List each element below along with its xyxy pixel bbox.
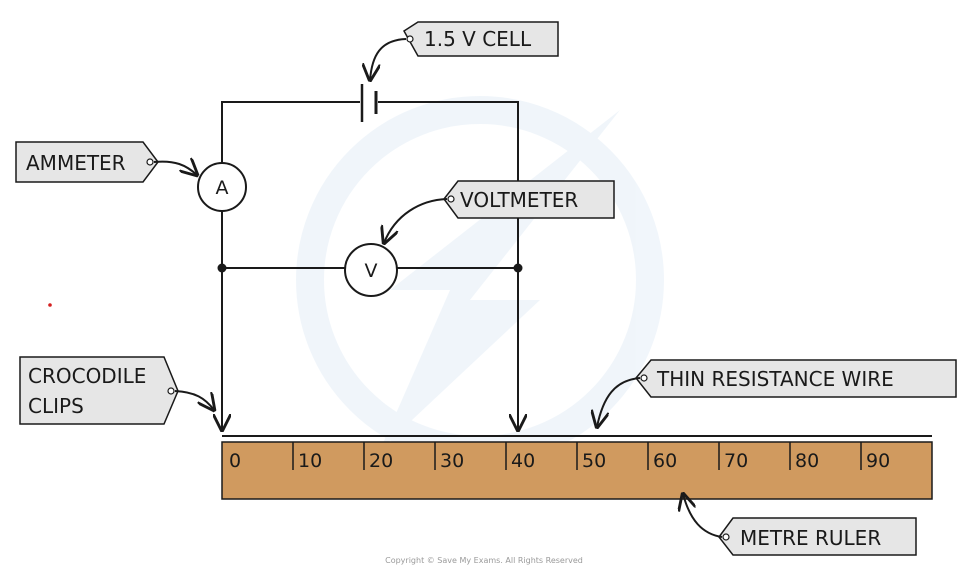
metre-ruler: 0 10 20 30 40 50 60 70 80 90 [221,441,933,500]
ammeter-symbol: A [216,177,229,199]
voltmeter: V [344,243,398,297]
ammeter-label: AMMETER [26,151,126,175]
label-voltmeter: VOLTMETER [384,180,615,243]
ruler-tick-label: 0 [229,450,241,472]
ruler-tick-label: 10 [298,450,322,472]
ruler-tick-label: 80 [795,450,819,472]
cell-label: 1.5 V CELL [424,27,532,51]
junction-left [217,263,227,273]
label-resistance-wire: THIN RESISTANCE WIRE [597,359,957,427]
ruler-tick-label: 40 [511,450,535,472]
ammeter: A [197,162,247,212]
label-ammeter: AMMETER [15,141,197,183]
ruler-tick-label: 60 [653,450,677,472]
junction-right [513,263,523,273]
ruler-tick-label: 30 [440,450,464,472]
voltmeter-label: VOLTMETER [460,188,578,212]
ruler-ticks: 0 10 20 30 40 50 60 70 80 90 [229,442,890,472]
ruler-tick-label: 90 [866,450,890,472]
ruler-tick-label: 20 [369,450,393,472]
label-crocodile-clips: CROCODILE CLIPS [19,356,214,425]
circuit-wires [222,101,518,430]
ruler-tick-label: 70 [724,450,748,472]
label-metre-ruler: METRE RULER [683,494,917,556]
stray-dot [48,303,52,307]
wire-label: THIN RESISTANCE WIRE [656,367,894,391]
ruler-tick-label: 50 [582,450,606,472]
copyright-text: Copyright © Save My Exams. All Rights Re… [385,556,583,565]
label-cell: 1.5 V CELL [370,21,559,80]
clips-label-line2: CLIPS [28,394,84,418]
cell-symbol [360,84,378,122]
ruler-label: METRE RULER [740,526,881,550]
clips-label-line1: CROCODILE [28,364,146,388]
voltmeter-symbol: V [365,260,378,282]
